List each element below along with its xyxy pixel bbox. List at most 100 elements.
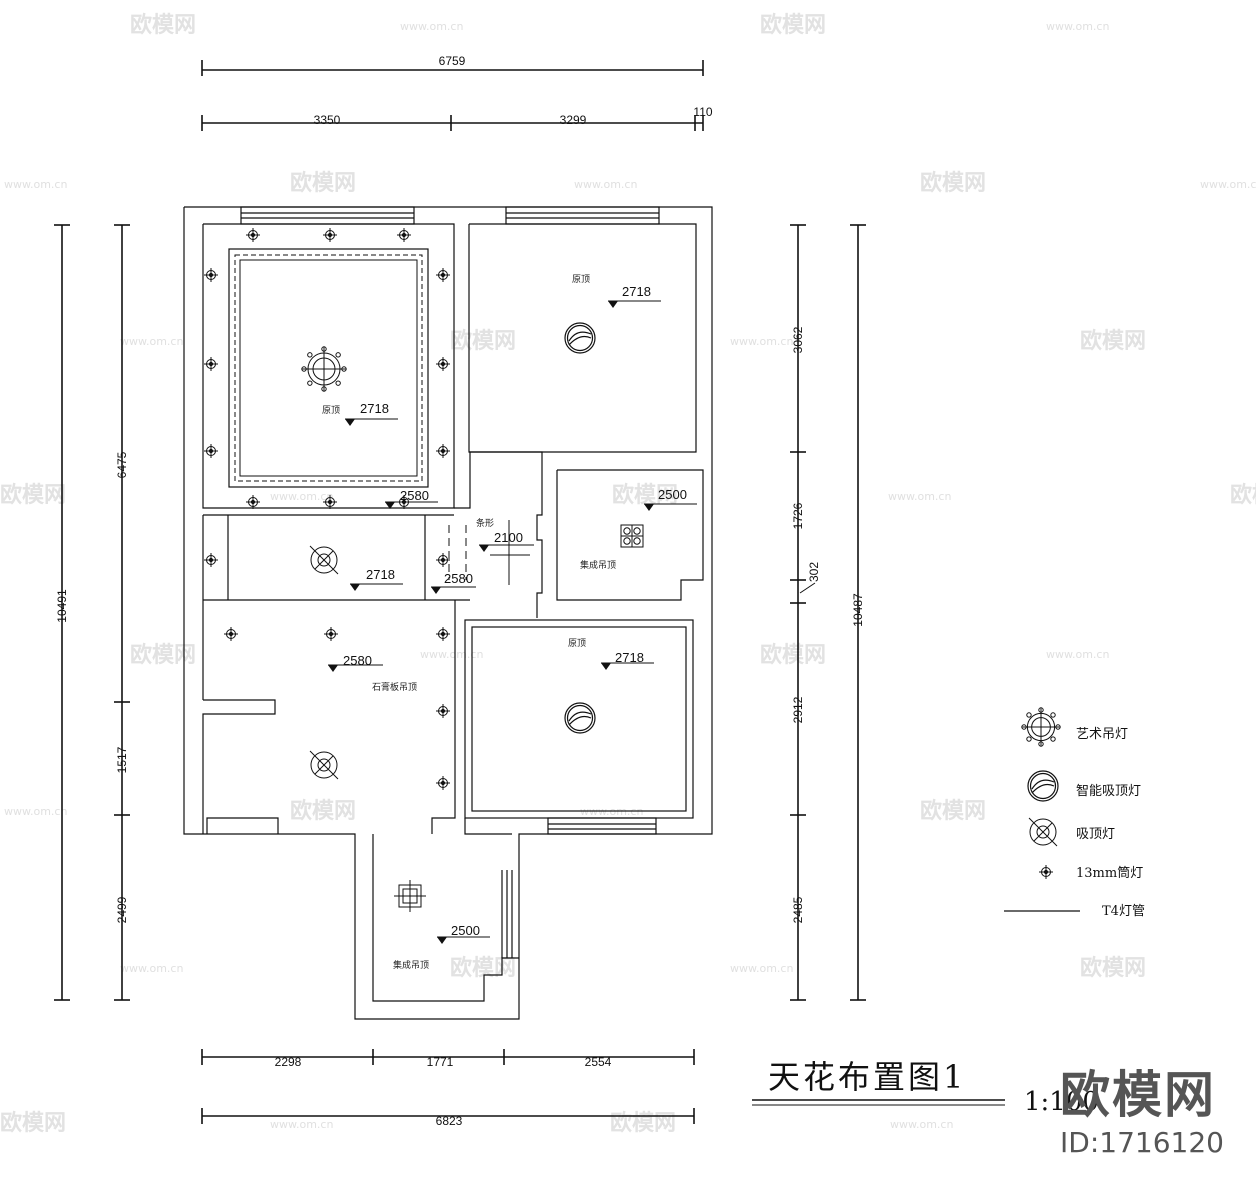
watermark-brand: 欧模网 xyxy=(610,1110,676,1136)
level-corridor: 2100 xyxy=(494,530,523,545)
downlight-icon xyxy=(323,495,337,509)
bedroom-bottom-wall xyxy=(464,818,512,835)
level-marker xyxy=(601,662,654,670)
level-bedroom-bottom: 2718 xyxy=(615,650,644,665)
watermark-url: www.om.cn xyxy=(400,20,463,33)
legend-item: 艺术吊灯 xyxy=(1021,707,1128,747)
legend-item: 智能吸顶灯 xyxy=(1027,770,1141,802)
note-bathroom: 集成吊顶 xyxy=(580,559,616,571)
legend-label: 吸顶灯 xyxy=(1076,827,1115,842)
watermark-url: www.om.cn xyxy=(888,490,951,503)
dimension-left-outer: 10491 xyxy=(55,589,69,623)
legend-item: T4灯管 xyxy=(1004,904,1145,919)
downlight-icon xyxy=(436,553,450,567)
dimension-top-right: 110 xyxy=(693,105,712,119)
note-living: 原顶 xyxy=(322,405,340,416)
ceiling-light-icon xyxy=(1028,817,1058,847)
right-dimensions xyxy=(790,224,866,1001)
walls xyxy=(183,206,713,1020)
watermark-brand: 欧模网 xyxy=(450,955,516,981)
dimension-left-lower: 2499 xyxy=(115,896,129,923)
levels-layer xyxy=(328,300,697,944)
level-dining: 2718 xyxy=(366,567,395,582)
ceiling-inner-frame xyxy=(239,259,418,477)
watermark-brand: 欧模网 xyxy=(920,798,986,824)
downlight-icon xyxy=(204,357,218,371)
downlight-icon xyxy=(246,495,260,509)
downlight-icon xyxy=(246,228,260,242)
ceiling-light-icon xyxy=(309,750,339,780)
note-corridor: 条形 xyxy=(476,517,494,529)
watermark-url: www.om.cn xyxy=(890,1118,953,1131)
watermark-url: www.om.cn xyxy=(4,178,67,191)
watermark-brand: 欧模网 xyxy=(1080,955,1146,981)
left-dimensions xyxy=(54,224,130,1001)
downlight-icon xyxy=(204,553,218,567)
legend-label: 艺术吊灯 xyxy=(1076,727,1128,742)
window-top-right xyxy=(505,206,660,225)
level-bathroom: 2500 xyxy=(658,487,687,502)
bottom-dimensions xyxy=(201,1049,695,1124)
watermark-brand: 欧模网 xyxy=(760,642,826,668)
note-bedroom-top: 原顶 xyxy=(572,274,590,285)
square-ceiling-light-icon xyxy=(394,880,426,912)
watermark-url: www.om.cn xyxy=(1046,648,1109,661)
watermark-url: www.om.cn xyxy=(420,648,483,661)
bedroom-bottom-wall xyxy=(464,619,694,819)
watermark-url: www.om.cn xyxy=(730,962,793,975)
art-chandelier-icon xyxy=(1021,707,1061,747)
ceiling-light-icon xyxy=(1028,817,1058,847)
level-marker xyxy=(608,300,661,308)
lower-room-wall xyxy=(206,817,279,834)
dimension-left-upper: 6475 xyxy=(115,451,129,478)
level-living-main: 2718 xyxy=(360,401,389,416)
watermark-brand: 欧模网 xyxy=(0,1110,66,1136)
dimension-bottom-c: 2554 xyxy=(585,1055,612,1069)
bath-heater-icon xyxy=(620,524,644,548)
smart-ceiling-light-icon xyxy=(1027,770,1059,802)
downlight-icon xyxy=(323,228,337,242)
watermark-url: www.om.cn xyxy=(574,178,637,191)
watermark-url: www.om.cn xyxy=(730,335,793,348)
watermark-url: www.om.cn xyxy=(270,1118,333,1131)
level-lower-room: 2580 xyxy=(343,653,372,668)
art-chandelier-icon xyxy=(301,346,347,392)
level-hall-small: 2580 xyxy=(444,571,473,586)
ceiling-light-icon xyxy=(309,545,339,575)
watermark-brand: 欧模网 xyxy=(290,798,356,824)
dimension-top-mid: 3299 xyxy=(560,113,587,127)
level-marker xyxy=(345,418,398,426)
window-top-left xyxy=(240,206,415,225)
dimension-leader xyxy=(799,582,816,594)
art-chandelier-icon xyxy=(1021,707,1061,747)
legend-label: T4灯管 xyxy=(1102,904,1145,919)
level-marker xyxy=(350,583,403,591)
watermark-url: www.om.cn xyxy=(1046,20,1109,33)
level-bedroom-top: 2718 xyxy=(622,284,651,299)
watermark-brand: 欧模网 xyxy=(1230,482,1256,508)
downlight-icon xyxy=(224,627,238,641)
level-living-cornice: 2580 xyxy=(400,488,429,503)
smart-ceiling-light-icon xyxy=(1027,770,1059,802)
watermark-url: www.om.cn xyxy=(270,490,333,503)
legend-label: 13mm筒灯 xyxy=(1076,865,1143,881)
level-marker xyxy=(437,936,490,944)
watermark-brand: 欧模网 xyxy=(760,12,826,38)
downlight-icon xyxy=(1039,865,1053,879)
drawing-scale: 1:100 xyxy=(1024,1087,1099,1117)
watermark-url: www.om.cn xyxy=(4,805,67,818)
dimension-bottom-total: 6823 xyxy=(436,1114,463,1128)
downlight-icon xyxy=(204,444,218,458)
dimension-left-mid: 1517 xyxy=(115,746,129,773)
outer-wall xyxy=(183,206,713,1020)
smart-ceiling-light-icon xyxy=(564,702,596,734)
dimension-top-total: 6759 xyxy=(439,54,466,68)
window-bottom xyxy=(547,817,657,835)
corridor-markings xyxy=(448,520,816,594)
dimension-right-a: 3062 xyxy=(791,326,805,353)
level-marker xyxy=(385,501,438,509)
legend: 艺术吊灯 智能吸顶灯 吸顶灯 13mm筒灯 T4灯管 xyxy=(1004,707,1145,919)
level-marker xyxy=(328,664,383,672)
watermark-brand: 欧模网 xyxy=(920,170,986,196)
corridor-wall xyxy=(454,452,471,509)
